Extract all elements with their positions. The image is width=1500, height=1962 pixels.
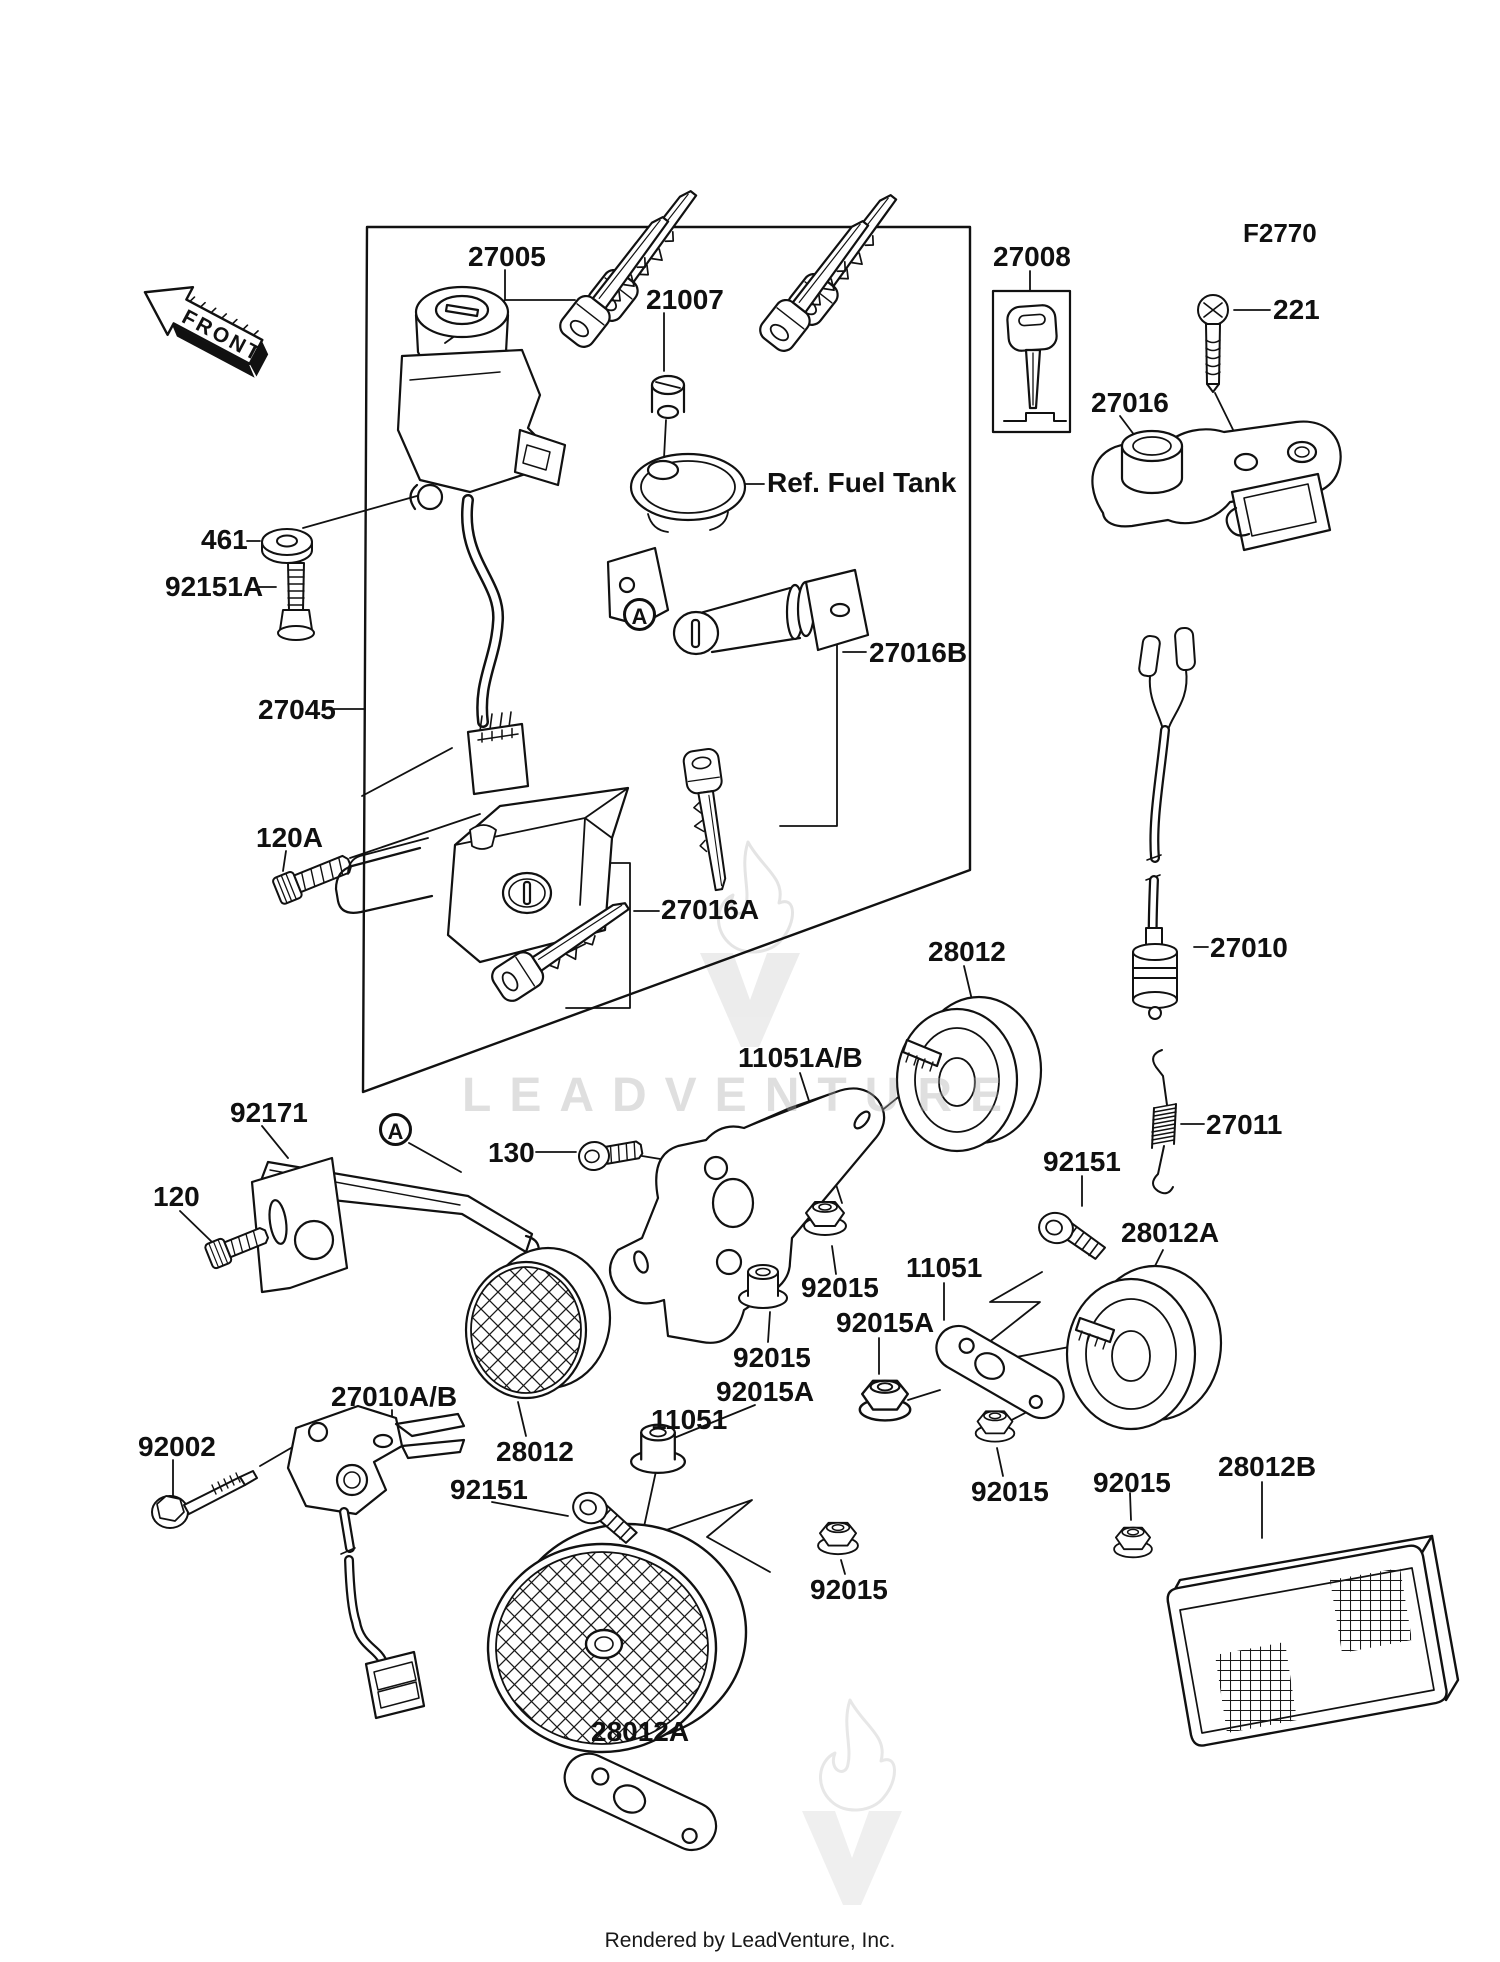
key-blank-27008 bbox=[991, 289, 1072, 434]
callout-92151-right: 92151 bbox=[1043, 1146, 1121, 1177]
callout-27010: 27010 bbox=[1210, 932, 1288, 963]
callout-27016A: 27016A bbox=[661, 894, 760, 925]
callout-28012-left: 28012 bbox=[496, 1436, 574, 1467]
nut-92015-4 bbox=[1113, 1526, 1153, 1559]
leadventure-logo-watermark-2 bbox=[802, 1698, 902, 1905]
callout-92151-center: 92151 bbox=[450, 1474, 528, 1505]
callout-27011: 27011 bbox=[1206, 1109, 1283, 1140]
bracket-27016 bbox=[1091, 420, 1342, 552]
nut-92015-5 bbox=[817, 1521, 859, 1556]
helmet-lock-27016A bbox=[334, 786, 630, 964]
callout-27005: 27005 bbox=[468, 241, 546, 272]
screw-221 bbox=[1197, 294, 1229, 393]
callout-130: 130 bbox=[488, 1137, 535, 1168]
callout-92015-5: 92015 bbox=[810, 1574, 888, 1605]
leadventure-watermark-text: LEADVENTURE bbox=[462, 1069, 1021, 1122]
callout-27016B: 27016B bbox=[869, 637, 968, 668]
fuel-tank-cap-lock-21007 bbox=[629, 374, 747, 533]
nut-92015A-right bbox=[858, 1379, 912, 1422]
callout-120: 120 bbox=[153, 1181, 200, 1212]
callout-92015A-center: 92015A bbox=[716, 1376, 815, 1407]
switch-27010 bbox=[1132, 626, 1196, 1020]
callout-28012A-right: 28012A bbox=[1121, 1217, 1220, 1248]
switch-27010AB bbox=[286, 1404, 466, 1720]
callout-27008: 27008 bbox=[993, 241, 1071, 272]
callout-92015-2: 92015 bbox=[733, 1342, 811, 1373]
washer-461 bbox=[261, 528, 313, 564]
callout-221: 221 bbox=[1273, 294, 1320, 325]
bolt-120 bbox=[204, 1227, 270, 1270]
callout-11051AB: 11051A/B bbox=[738, 1042, 863, 1073]
detail-marker-a-box: A bbox=[623, 598, 656, 631]
callout-27045: 27045 bbox=[258, 694, 336, 725]
harness-connector-27045 bbox=[466, 722, 530, 796]
nut-92015-3 bbox=[974, 1410, 1016, 1443]
callout-28012A-bottom: 28012A bbox=[591, 1716, 690, 1747]
bolt-92002 bbox=[151, 1470, 258, 1529]
callout-461: 461 bbox=[201, 524, 248, 555]
key-set-27005 bbox=[554, 180, 710, 353]
callout-11051-bottom: 11051 bbox=[651, 1404, 728, 1435]
callout-11051-right: 11051 bbox=[906, 1252, 983, 1283]
callout-92151A: 92151A bbox=[165, 571, 264, 602]
callout-21007: 21007 bbox=[646, 284, 724, 315]
screw-92151-right bbox=[1033, 1208, 1111, 1262]
bracket-11051AB bbox=[608, 1087, 886, 1344]
diagram-code: F2770 bbox=[1243, 218, 1317, 248]
fuel-cap bbox=[629, 452, 747, 522]
callout-28012B: 28012B bbox=[1218, 1451, 1317, 1482]
reflector-28012-left bbox=[464, 1246, 612, 1400]
front-arrow: FRONT bbox=[143, 285, 269, 378]
callout-120A: 120A bbox=[256, 822, 323, 853]
bolt-130 bbox=[578, 1140, 644, 1172]
reflector-28012A-right bbox=[1065, 1264, 1223, 1431]
callout-92015-4: 92015 bbox=[1093, 1467, 1171, 1498]
nut-92015-1 bbox=[803, 1201, 847, 1236]
callout-92171: 92171 bbox=[230, 1097, 308, 1128]
callout-28012-right: 28012 bbox=[928, 936, 1006, 967]
footer-credit: Rendered by LeadVenture, Inc. bbox=[604, 1929, 896, 1952]
plate-11051-right bbox=[935, 1324, 1065, 1420]
key-set-21007 bbox=[754, 184, 910, 357]
key-27016B bbox=[681, 746, 738, 894]
spring-27011 bbox=[1151, 1049, 1177, 1195]
plate-11051-bottom bbox=[563, 1752, 718, 1852]
ref-fuel-tank-note: Ref. Fuel Tank bbox=[767, 467, 957, 498]
reflector-28012A-bottom bbox=[486, 1522, 748, 1754]
parts-group-box bbox=[361, 225, 972, 1094]
bolt-92151A bbox=[277, 562, 315, 641]
reflector-28012-right bbox=[895, 995, 1043, 1153]
callout-27010AB: 27010A/B bbox=[331, 1381, 458, 1412]
callout-27016: 27016 bbox=[1091, 387, 1169, 418]
callout-92015-1: 92015 bbox=[801, 1272, 879, 1303]
callout-92015-3: 92015 bbox=[971, 1476, 1049, 1507]
callout-92002: 92002 bbox=[138, 1431, 216, 1462]
leadventure-logo-watermark bbox=[700, 840, 800, 1047]
detail-marker-a-left: A bbox=[379, 1113, 412, 1146]
lock-cylinder-27016B bbox=[606, 546, 870, 656]
ignition-switch-27005 bbox=[396, 285, 567, 796]
callout-92015A-right: 92015A bbox=[836, 1307, 935, 1338]
reflector-28012B bbox=[1166, 1534, 1460, 1747]
